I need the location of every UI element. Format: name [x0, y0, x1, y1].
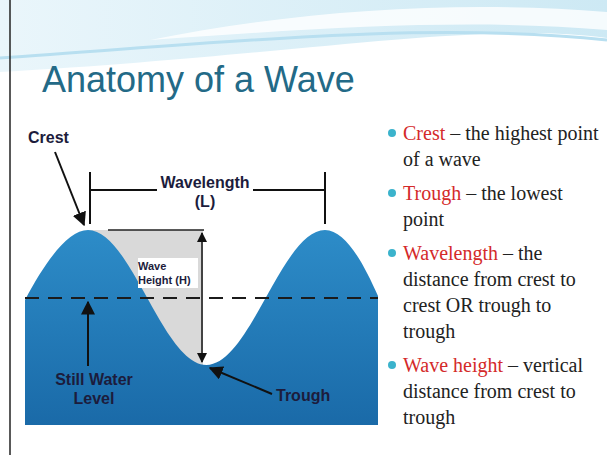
water-body [25, 230, 378, 425]
wavelength-tick [89, 172, 91, 224]
header-swoosh [0, 33, 607, 58]
definition-item: Crest– the highest point of a wave [386, 120, 604, 172]
definition-term: Wave height [403, 354, 503, 376]
wave-height-label: Wave Height (H) [138, 258, 198, 288]
trough-leader [210, 368, 272, 394]
definition-term: Crest [403, 122, 445, 144]
definition-term: Wavelength [403, 242, 498, 264]
crest-label: Crest [28, 128, 69, 147]
definition-item: Trough– the lowest point [386, 180, 604, 232]
height-arrow [201, 233, 203, 362]
wavelength-tick [324, 172, 326, 224]
definition-list: Crest– the highest point of a waveTrough… [386, 120, 604, 438]
crest-leader [55, 152, 84, 225]
still-water-label: Still Water Level [34, 370, 154, 408]
definition-item: Wavelength– the distance from crest to c… [386, 240, 604, 344]
margin-rule [9, 0, 11, 455]
definition-item: Wave height– vertical distance from cres… [386, 352, 604, 430]
still-water-leader [87, 302, 89, 366]
slide-title: Anatomy of a Wave [42, 58, 355, 102]
crest-line [108, 229, 204, 231]
wavelength-label: Wavelength (L) [157, 172, 253, 212]
trough-label: Trough [276, 386, 330, 405]
definition-term: Trough [403, 182, 461, 204]
illustration-ground [25, 118, 378, 425]
